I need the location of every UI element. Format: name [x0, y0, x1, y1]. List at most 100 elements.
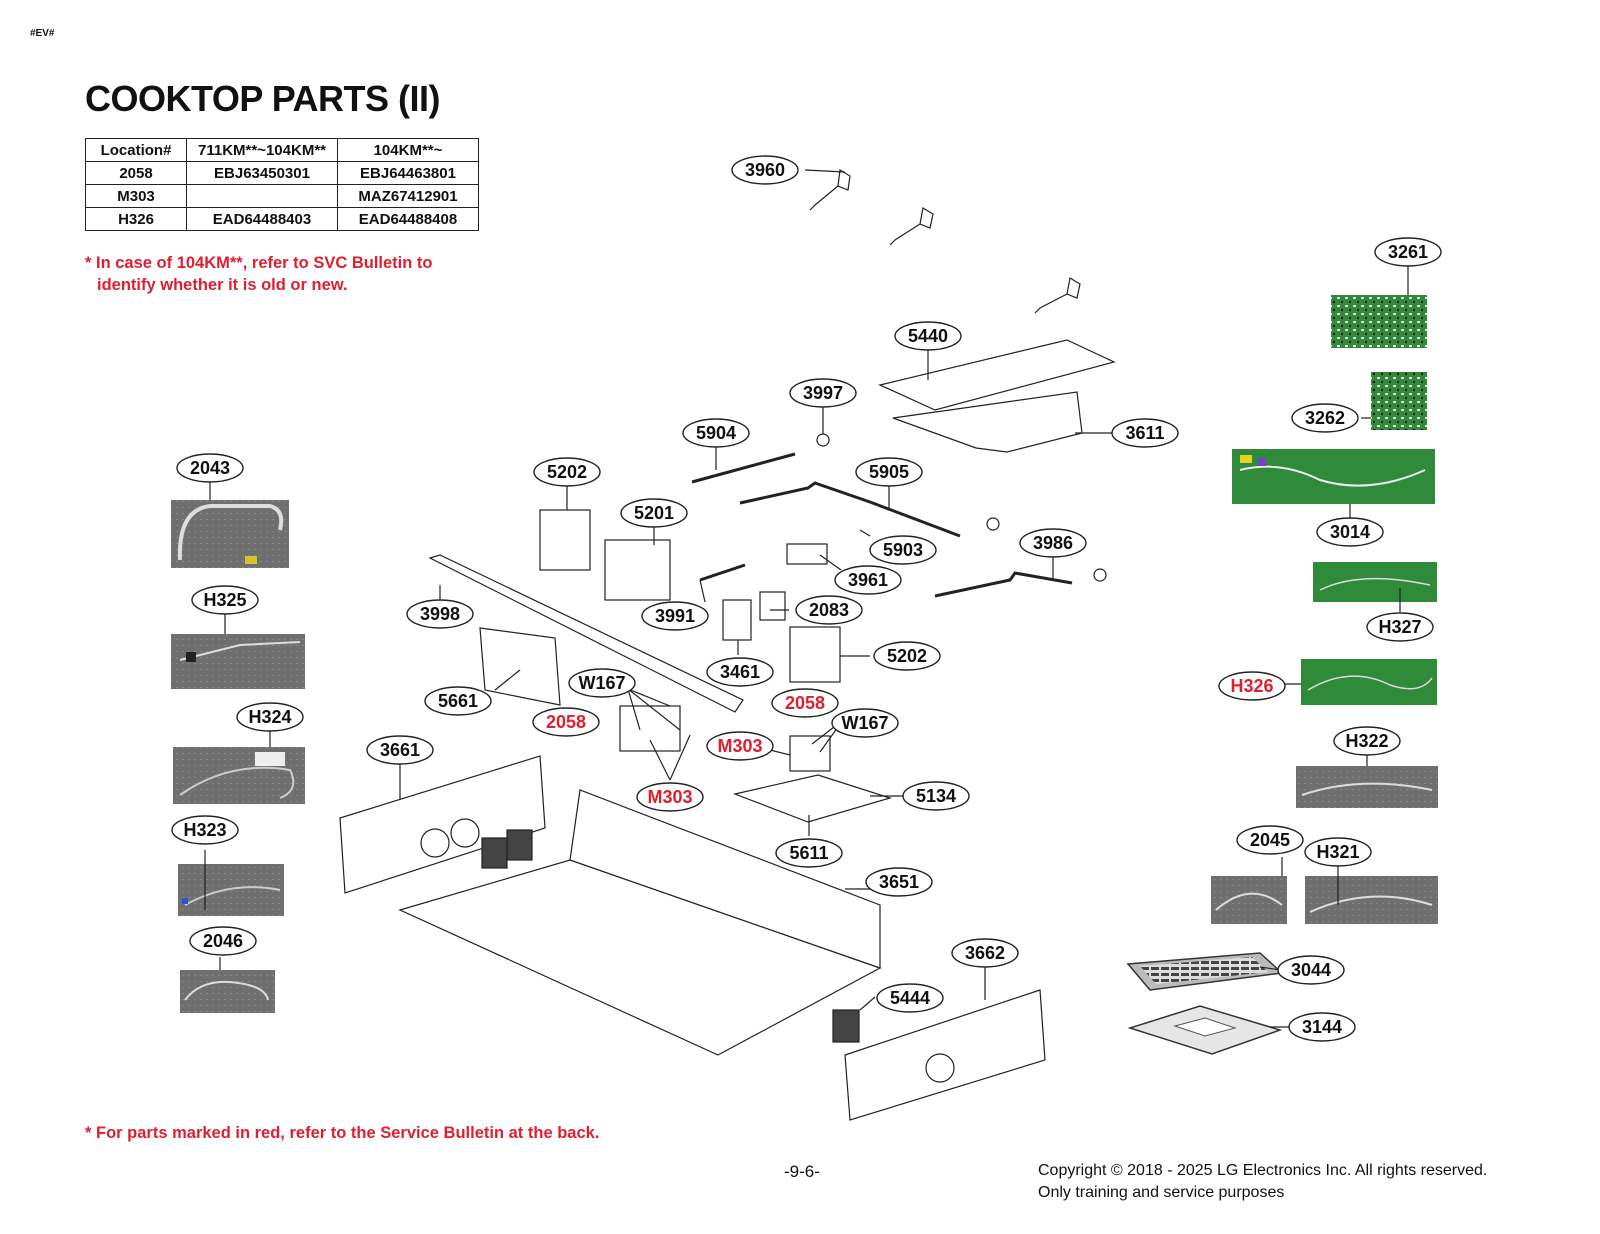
callout-label: H327 — [1378, 617, 1421, 637]
callout-label: H326 — [1230, 676, 1273, 696]
callout-oval — [176, 453, 244, 483]
page-number: -9-6- — [784, 1162, 820, 1181]
callout-oval — [533, 457, 601, 487]
callout-label: 3997 — [803, 383, 843, 403]
callout-h326: H326 — [1218, 671, 1286, 701]
callout-label: 2046 — [203, 931, 243, 951]
callout-label: 5661 — [438, 691, 478, 711]
callout-oval — [1288, 1012, 1356, 1042]
callout-3986: 3986 — [1019, 528, 1087, 558]
callout-oval — [366, 735, 434, 765]
document-tag: #EV# — [30, 28, 55, 39]
wire-photo-2043 — [171, 500, 289, 568]
callout-3960: 3960 — [731, 155, 799, 185]
callout-label: 3662 — [965, 943, 1005, 963]
callout-label: H323 — [183, 820, 226, 840]
callout-label: 3144 — [1302, 1017, 1342, 1037]
callout-oval — [771, 688, 839, 718]
copyright-line: Copyright © 2018 - 2025 LG Electronics I… — [1038, 1162, 1488, 1179]
callout-3998: 3998 — [406, 599, 474, 629]
callout-oval — [1218, 671, 1286, 701]
callout-oval — [1236, 825, 1304, 855]
wire-photo-2045 — [1211, 876, 1287, 924]
callout-5440: 5440 — [894, 321, 962, 351]
callout-oval — [1374, 237, 1442, 267]
callout-oval — [855, 457, 923, 487]
callout-oval — [789, 378, 857, 408]
callout-2045: 2045 — [1236, 825, 1304, 855]
callout-2058: 2058 — [532, 707, 600, 737]
harness-photo-h326 — [1301, 659, 1437, 705]
callout-oval — [795, 595, 863, 625]
callout-label: 2058 — [546, 712, 586, 732]
wire-photo-h321 — [1305, 876, 1438, 924]
callout-oval — [424, 686, 492, 716]
grill-tray-3044 — [1126, 952, 1284, 991]
callout-h323: H323 — [171, 815, 239, 845]
callout-m303: M303 — [706, 731, 774, 761]
callout-label: 5903 — [883, 540, 923, 560]
callout-label: 3961 — [848, 570, 888, 590]
copyright-block: Copyright © 2018 - 2025 LG Electronics I… — [1038, 1160, 1487, 1204]
callout-3662: 3662 — [951, 938, 1019, 968]
table-cell: H326 — [85, 207, 187, 231]
callout-label: 5904 — [696, 423, 736, 443]
callout-oval — [568, 668, 636, 698]
callout-5661: 5661 — [424, 686, 492, 716]
callout-oval — [775, 838, 843, 868]
callout-oval — [171, 815, 239, 845]
callout-3611: 3611 — [1111, 418, 1179, 448]
callout-label: 3986 — [1033, 533, 1073, 553]
callout-h327: H327 — [1366, 612, 1434, 642]
callout-label: 3991 — [655, 606, 695, 626]
callout-3961: 3961 — [834, 565, 902, 595]
callout-3991: 3991 — [641, 601, 709, 631]
callout-3461: 3461 — [706, 657, 774, 687]
callout-oval — [1316, 517, 1384, 547]
leader-lines — [204, 169, 1409, 1028]
callout-5202: 5202 — [533, 457, 601, 487]
center-assembly — [339, 169, 1116, 1121]
callout-label: 5444 — [890, 988, 930, 1008]
callout-oval — [406, 599, 474, 629]
location-table: Location# 711KM**~104KM** 104KM**~ 2058 … — [85, 138, 479, 231]
callout-label: 3611 — [1125, 423, 1164, 443]
callout-m303: M303 — [636, 782, 704, 812]
table-cell: EAD64488403 — [186, 207, 338, 231]
table-header: Location# — [85, 138, 187, 162]
callout-oval — [1019, 528, 1087, 558]
callout-oval — [1366, 612, 1434, 642]
callout-oval — [1111, 418, 1179, 448]
callout-5904: 5904 — [682, 418, 750, 448]
callout-2083: 2083 — [795, 595, 863, 625]
wire-photo-h322 — [1296, 766, 1438, 808]
callout-label: 2043 — [190, 458, 230, 478]
callout-oval — [620, 498, 688, 528]
harness-photo-3014 — [1232, 449, 1435, 504]
callout-3651: 3651 — [865, 867, 933, 897]
callout-w167: W167 — [831, 708, 899, 738]
callout-oval — [902, 781, 970, 811]
table-row: 2058 EBJ63450301 EBJ64463801 — [85, 161, 479, 185]
wire-photo-h325 — [171, 634, 305, 689]
callout-oval — [706, 657, 774, 687]
note-bulletin-line1: * In case of 104KM**, refer to SVC Bulle… — [85, 254, 433, 272]
callout-label: 3960 — [745, 160, 785, 180]
callout-oval — [869, 535, 937, 565]
callout-oval — [1291, 403, 1359, 433]
callout-label: 5201 — [634, 503, 674, 523]
callout-5202: 5202 — [873, 641, 941, 671]
callout-oval — [951, 938, 1019, 968]
callout-label: W167 — [578, 673, 625, 693]
callout-3997: 3997 — [789, 378, 857, 408]
callout-3262: 3262 — [1291, 403, 1359, 433]
callout-label: 3044 — [1291, 960, 1331, 980]
callout-5611: 5611 — [775, 838, 843, 868]
table-cell — [186, 184, 338, 208]
callout-3044: 3044 — [1277, 955, 1345, 985]
callout-label: 3651 — [879, 872, 919, 892]
callout-label: 2058 — [785, 693, 825, 713]
callout-5905: 5905 — [855, 457, 923, 487]
callout-oval — [532, 707, 600, 737]
